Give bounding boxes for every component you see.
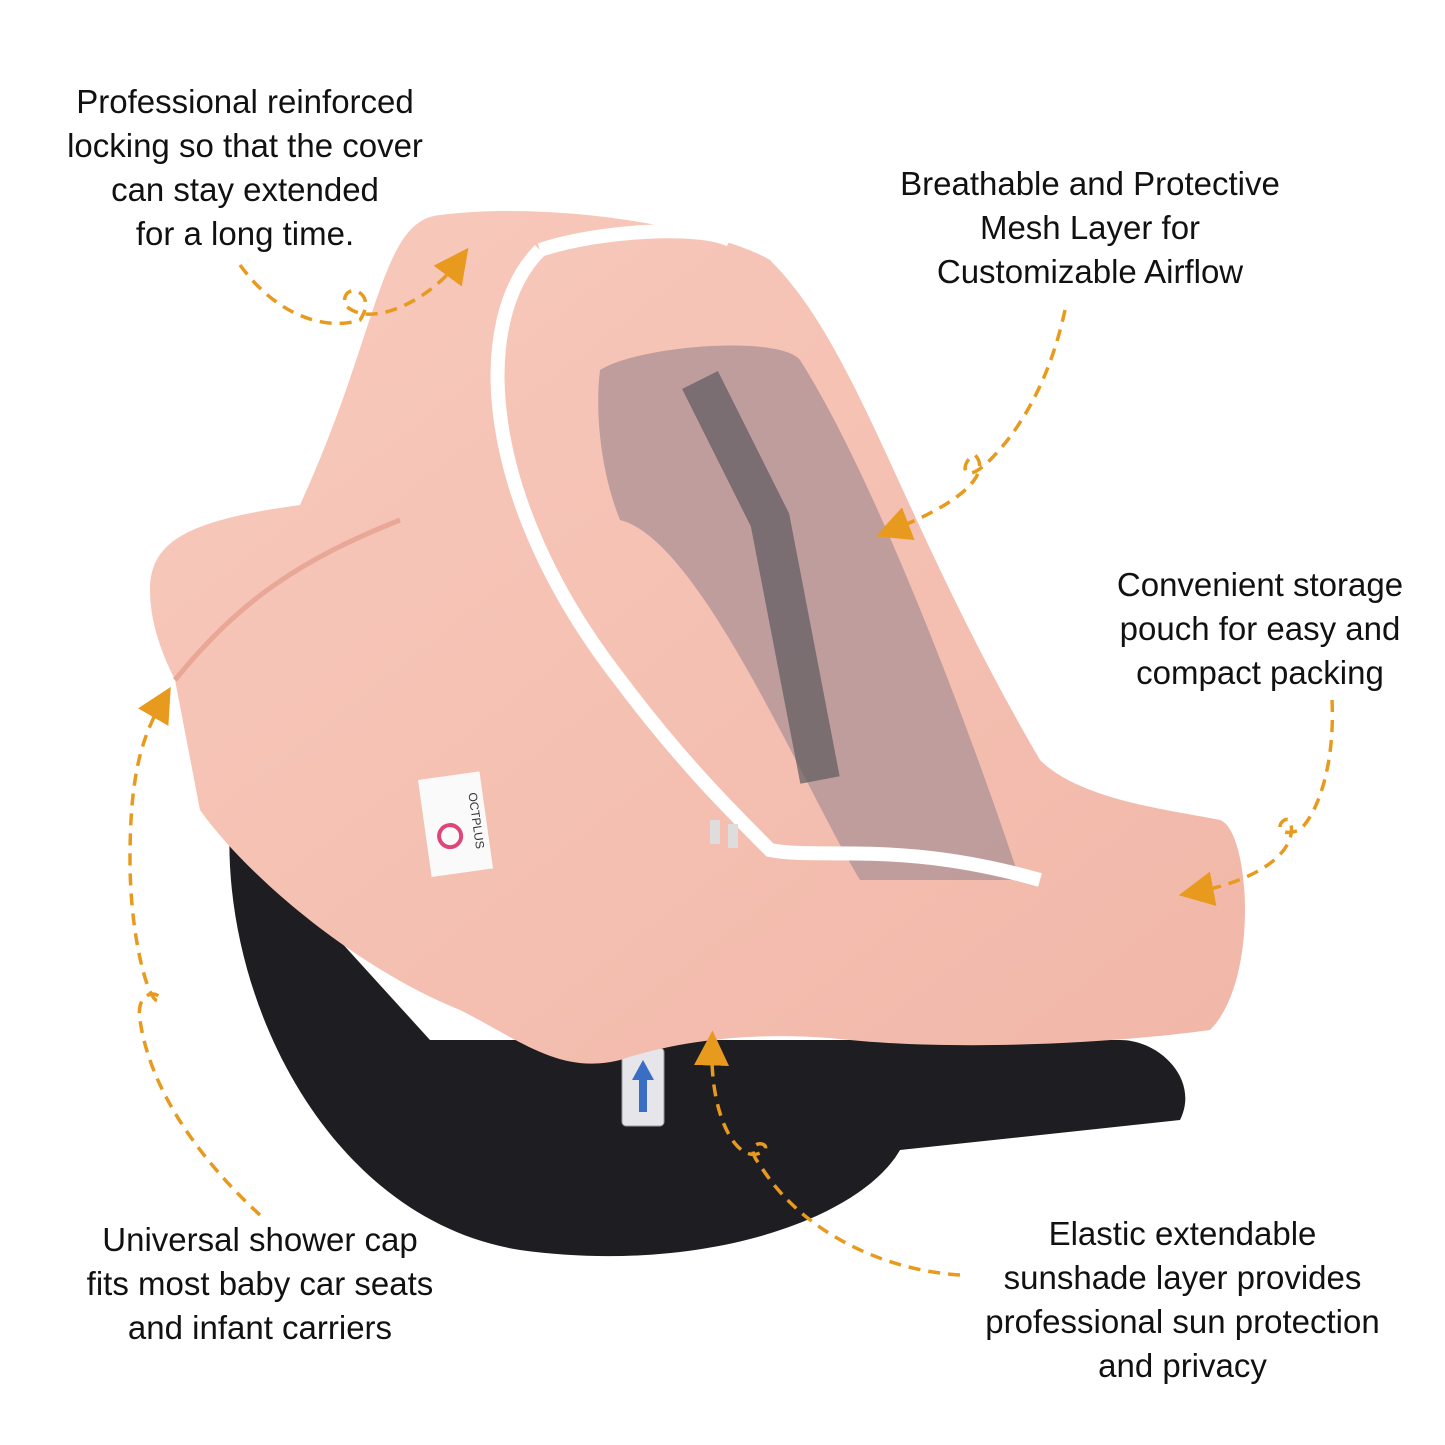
callout-line: Customizable Airflow [936, 253, 1244, 290]
dashed-arrow-icon [128, 247, 1335, 1277]
callout-line: for a long time. [135, 215, 355, 252]
callout-line: Mesh Layer for [979, 209, 1201, 246]
callout-line: Professional reinforced [76, 83, 414, 120]
callout-line: and privacy [1098, 1347, 1267, 1384]
callout-line: sunshade layer provides [1003, 1259, 1362, 1296]
mesh-window [598, 345, 1020, 880]
callout-line: Breathable and Protective [900, 165, 1280, 202]
callout-line: Universal shower cap [102, 1221, 418, 1258]
callout-universal: Universal shower cap fits most baby car … [40, 1218, 480, 1350]
callout-line: pouch for easy and [1119, 610, 1401, 647]
callout-line: locking so that the cover [67, 127, 423, 164]
callout-line: Convenient storage [1116, 566, 1404, 603]
callout-mesh: Breathable and Protective Mesh Layer for… [850, 162, 1330, 294]
callout-locking: Professional reinforced locking so that … [20, 80, 470, 256]
callout-line: professional sun protection [985, 1303, 1380, 1340]
zipper [490, 245, 1042, 887]
callout-elastic: Elastic extendable sunshade layer provid… [950, 1212, 1415, 1388]
callout-line: Elastic extendable [1048, 1215, 1317, 1252]
callout-line: fits most baby car seats [86, 1265, 434, 1302]
car-seat-base [229, 820, 1186, 1257]
callout-line: can stay extended [111, 171, 379, 208]
callout-line: compact packing [1136, 654, 1384, 691]
brand-label: OCTPLUS [418, 771, 494, 878]
callout-pouch: Convenient storage pouch for easy and co… [1085, 563, 1435, 695]
callout-line: and infant carriers [127, 1309, 393, 1346]
